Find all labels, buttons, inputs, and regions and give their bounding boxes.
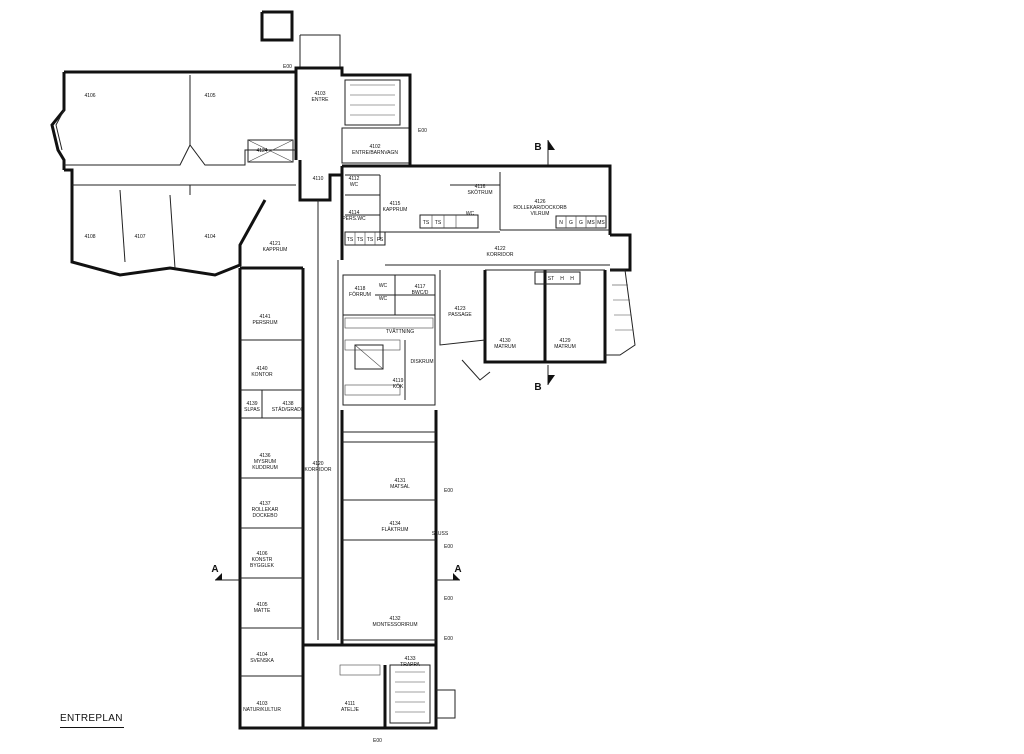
fixture-code: TS <box>357 237 364 243</box>
exit-tag: E00 <box>444 488 453 494</box>
room-label: 4124 <box>256 148 267 154</box>
fixture-code: G <box>579 220 583 226</box>
section-lines: B B A A <box>211 140 555 581</box>
fixture-code: ST <box>548 276 554 282</box>
fixture-code: H <box>560 276 564 282</box>
fixture-code: TS <box>347 237 354 243</box>
room-label: 4104 <box>204 234 215 240</box>
fixture-code: MS <box>597 220 605 226</box>
fixture-code: FS <box>377 237 384 243</box>
central-block <box>298 126 636 406</box>
fixture-code: MS <box>587 220 595 226</box>
fixture-code: G <box>569 220 573 226</box>
room-label: 4107 <box>134 234 145 240</box>
room-label: 4105 <box>204 93 215 99</box>
section-mark-a-left: A <box>211 564 218 575</box>
section-mark-b-bottom: B <box>534 382 541 393</box>
drawing-title: ENTREPLAN <box>60 713 123 724</box>
wc-label: WC <box>379 283 388 289</box>
fixture-code: TS <box>423 220 430 226</box>
exit-tag: E00 <box>444 596 453 602</box>
dish-room-label: DISKRUM <box>410 359 433 365</box>
room-label: 4106 <box>84 93 95 99</box>
room-label: 4110 <box>313 176 324 182</box>
exit-tag: E00 <box>283 64 292 70</box>
exit-tag: E00 <box>444 636 453 642</box>
fixture-codes: TS TS TS TS TS FS N G G MS MS ST H H <box>347 220 606 282</box>
exit-tag: E00 <box>373 738 382 744</box>
washing-label: TVÄTTNING <box>386 328 414 335</box>
section-mark-a-right: A <box>454 564 461 575</box>
title-underline <box>60 727 124 728</box>
wc-label: WC <box>379 296 388 302</box>
exit-tags: E00 E00 E00 E00 E00 E00 E00 <box>283 64 453 744</box>
fixture-code: TS <box>435 220 442 226</box>
sluss-label: SLUSS <box>432 531 449 537</box>
exit-tag: E00 <box>418 128 427 134</box>
wc-label: WC <box>466 211 475 217</box>
north-wing <box>50 10 412 277</box>
fixture-code: N <box>559 220 563 226</box>
exit-tag: E00 <box>444 544 453 550</box>
south-block <box>301 410 456 730</box>
section-mark-b-top: B <box>534 142 541 153</box>
room-label: 4108 <box>84 234 95 240</box>
fixture-code: H <box>570 276 574 282</box>
fixture-code: TS <box>367 237 374 243</box>
misc-labels: WC WC WC TVÄTTNING DISKRUM SLUSS <box>379 211 475 537</box>
